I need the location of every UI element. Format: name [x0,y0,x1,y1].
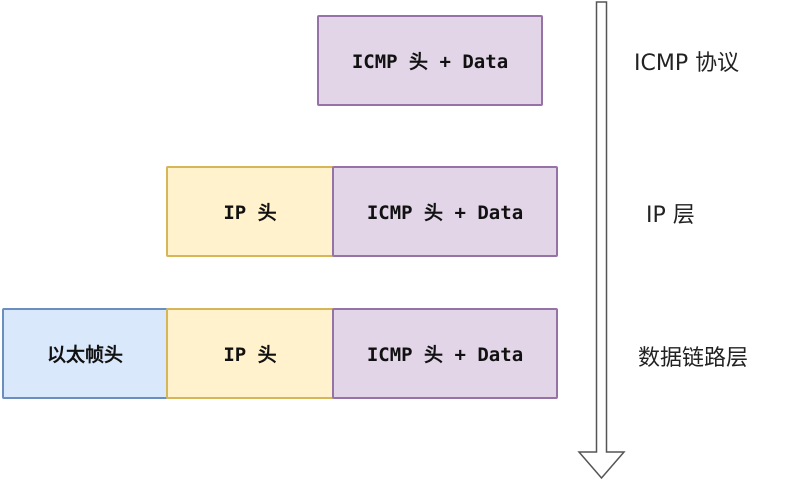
block-label: ICMP 头 + Data [366,344,524,366]
icmp-header-data-block: ICMP 头 + Data [317,15,543,106]
icmp-header-data-block: ICMP 头 + Data [332,166,558,257]
icmp-header-data-block: ICMP 头 + Data [332,308,558,399]
layer-label-ip: IP 层 [646,203,695,228]
block-label: ICMP 头 + Data [351,51,509,73]
block-label: IP 头 [223,202,277,224]
block-label: IP 头 [223,344,277,366]
block-label: ICMP 头 + Data [366,202,524,224]
block-label: 以太帧头 [46,344,123,366]
layer-label-data-link: 数据链路层 [638,346,749,371]
ethernet-header-block: 以太帧头 [2,308,168,399]
layer-label-icmp: ICMP 协议 [634,51,740,76]
